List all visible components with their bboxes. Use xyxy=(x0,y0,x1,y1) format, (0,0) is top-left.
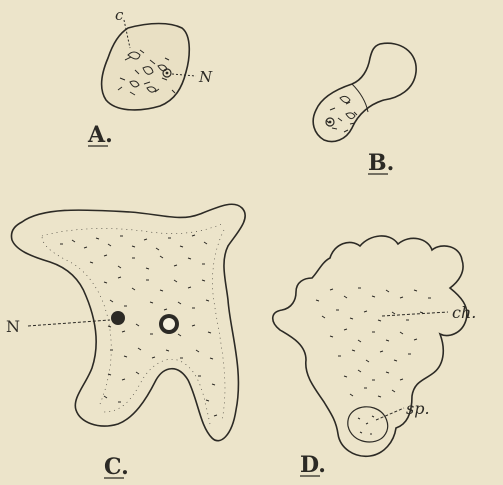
panel-d-callout-sp: sp. xyxy=(406,399,430,418)
panel-a-callout-n: N xyxy=(198,68,213,86)
panel-c: N C. xyxy=(6,204,245,480)
panel-b-label: B. xyxy=(368,150,394,176)
panel-b: B. xyxy=(313,43,416,176)
panel-d-callout-ch: ch. xyxy=(452,303,476,322)
panel-d-label: D. xyxy=(300,452,326,478)
panel-c-label: C. xyxy=(104,454,129,480)
panel-d: ch. sp. D. xyxy=(273,236,477,478)
panel-c-callout-n: N xyxy=(6,317,20,336)
panel-a: c N A. xyxy=(87,6,213,148)
panel-c-nucleus xyxy=(111,311,125,325)
panel-a-label: A. xyxy=(87,122,113,148)
panel-b-cell-outline xyxy=(313,43,416,141)
panel-a-callout-c: c xyxy=(115,6,124,24)
panel-d-cell-outline xyxy=(273,236,467,456)
panel-c-cell-outline xyxy=(11,204,245,440)
